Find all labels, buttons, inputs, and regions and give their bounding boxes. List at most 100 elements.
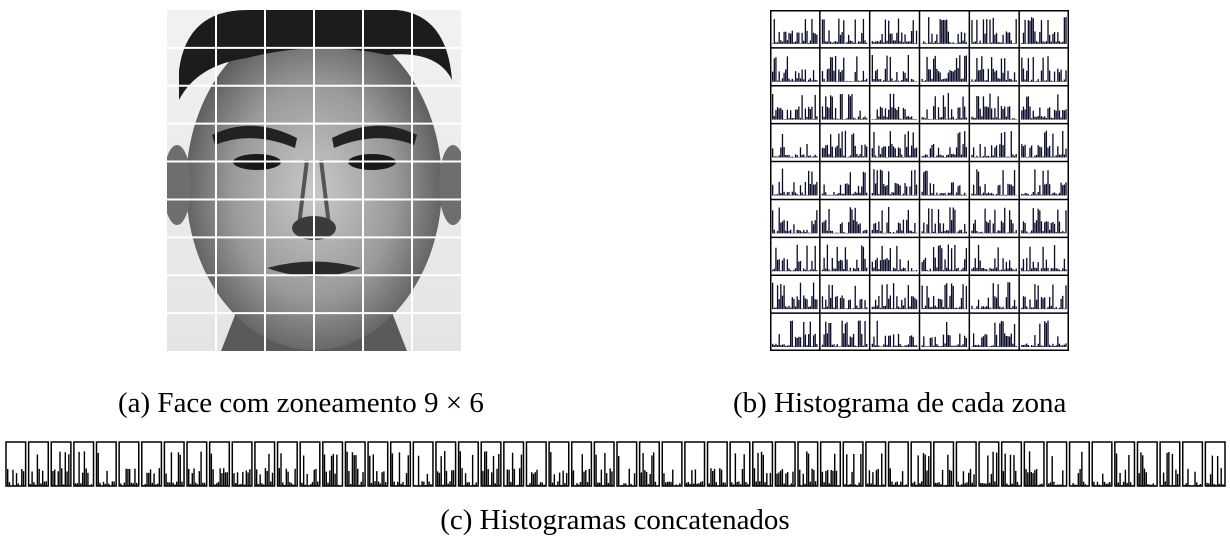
concatenated-histogram-bars xyxy=(482,451,500,486)
concatenated-histogram xyxy=(1091,441,1113,487)
zone-histogram xyxy=(921,283,968,310)
concatenated-histogram-bars xyxy=(1025,451,1043,486)
concatenated-histogram-bars xyxy=(233,469,251,486)
zone-histogram xyxy=(871,131,918,158)
concatenated-histogram-bars xyxy=(29,454,47,486)
zone-histogram xyxy=(871,283,918,310)
zone-histogram xyxy=(1021,284,1067,310)
concatenated-histogram-bars xyxy=(685,469,704,486)
concatenated-histogram-bars xyxy=(210,453,228,486)
concatenated-histogram-bars xyxy=(980,451,998,486)
concatenated-histogram-bars xyxy=(414,455,432,486)
concatenated-histogram-bars xyxy=(595,452,613,486)
concatenated-histogram xyxy=(163,441,185,487)
concatenated-histogram xyxy=(910,441,932,487)
concatenated-histogram xyxy=(435,441,457,487)
zone-histogram xyxy=(871,18,918,44)
concatenated-histogram-bars xyxy=(550,452,568,486)
zone-histogram xyxy=(871,55,918,82)
zone-histogram xyxy=(921,244,968,272)
hair xyxy=(179,10,452,100)
concatenated-histogram-bars xyxy=(301,455,319,486)
concatenated-histogram-bars xyxy=(889,468,907,486)
concatenated-histogram-bars xyxy=(934,454,953,486)
concatenated-histogram-bars xyxy=(618,455,636,486)
zone-histogram xyxy=(772,244,818,272)
face-photo xyxy=(167,10,461,351)
concatenated-histogram-bars xyxy=(753,451,772,486)
zone-histogram xyxy=(821,207,868,234)
concatenated-histogram xyxy=(570,441,593,487)
zone-histogram xyxy=(821,320,868,347)
concatenated-histogram-bars xyxy=(957,468,975,486)
concatenated-histogram-bars xyxy=(799,451,817,486)
zone-histogram xyxy=(971,321,1017,347)
concatenated-histogram-bars xyxy=(527,469,545,486)
zone-histogram xyxy=(772,207,818,234)
concatenated-histogram-bars xyxy=(7,468,25,486)
concatenated-histogram-bars xyxy=(504,452,523,486)
concatenated-histogram xyxy=(1136,441,1158,487)
histogram-grid-svg xyxy=(770,10,1069,351)
zone-histogram xyxy=(772,93,818,120)
concatenated-histogram-bars xyxy=(1183,468,1202,486)
concatenated-histogram xyxy=(1159,441,1181,487)
zone-histogram xyxy=(821,93,868,120)
concatenated-histogram-bars xyxy=(1161,451,1179,486)
concatenated-histogram xyxy=(1068,441,1090,487)
concatenated-histogram-bars xyxy=(776,469,794,486)
concatenated-histogram-bars xyxy=(52,451,70,486)
concatenated-histogram xyxy=(1204,441,1226,487)
concatenated-histogram xyxy=(141,441,163,487)
zone-histogram xyxy=(772,168,818,196)
zone-histogram xyxy=(821,130,868,158)
zone-histogram xyxy=(971,17,1017,44)
zone-histogram xyxy=(821,244,868,272)
zone-histogram xyxy=(921,170,968,196)
concatenated-histogram xyxy=(933,441,955,487)
concatenated-histogram-bars xyxy=(165,452,183,486)
concatenated-histogram-bars xyxy=(436,451,455,486)
concatenated-histogram xyxy=(548,441,570,487)
zone-histogram xyxy=(821,18,868,44)
concatenated-histogram-bars xyxy=(866,453,885,486)
zone-histogram xyxy=(772,134,818,158)
concatenated-histogram-bars xyxy=(1070,451,1088,486)
concatenated-histogram xyxy=(344,441,366,487)
caption-b: (b) Histograma de cada zona xyxy=(733,387,1067,419)
zone-histogram xyxy=(871,320,918,347)
zone-histogram xyxy=(871,93,918,120)
concatenated-histograms-svg xyxy=(5,441,1226,487)
zone-histogram xyxy=(921,207,968,234)
concatenated-histogram-bars xyxy=(640,452,658,486)
concatenated-histogram-bars xyxy=(142,468,161,486)
concatenated-histogram-bars xyxy=(1138,452,1156,486)
right-eyebrow xyxy=(332,125,417,148)
zone-histogram xyxy=(971,93,1017,120)
concatenated-histogram-bars xyxy=(74,451,93,486)
concatenated-histogram xyxy=(525,441,547,487)
concatenated-histogram xyxy=(887,441,909,487)
concatenated-histogram-bars xyxy=(255,453,274,486)
concatenated-histogram-bars xyxy=(459,451,477,486)
concatenated-histogram-bars xyxy=(1093,473,1111,486)
concatenated-histogram xyxy=(1181,441,1204,487)
concatenated-histogram xyxy=(480,441,502,487)
concatenated-histogram-bars xyxy=(912,452,930,486)
zone-histogram xyxy=(971,56,1017,82)
zone-histogram xyxy=(1021,169,1067,196)
concatenated-histogram-bars xyxy=(1206,455,1224,486)
concatenated-histogram xyxy=(367,441,389,487)
concatenated-histogram xyxy=(412,441,434,487)
concatenated-histogram xyxy=(322,441,344,487)
zone-histogram xyxy=(871,169,918,196)
zone-histogram xyxy=(921,322,968,347)
concatenated-histogram xyxy=(503,441,525,487)
zone-histogram xyxy=(1021,56,1067,82)
concatenated-histogram xyxy=(955,441,977,487)
zone-histogram xyxy=(1021,94,1067,120)
concatenated-histogram-bars xyxy=(97,452,115,486)
concatenated-histogram xyxy=(389,441,412,487)
right-ear xyxy=(439,145,461,225)
concatenated-histogram-bars xyxy=(323,453,342,486)
